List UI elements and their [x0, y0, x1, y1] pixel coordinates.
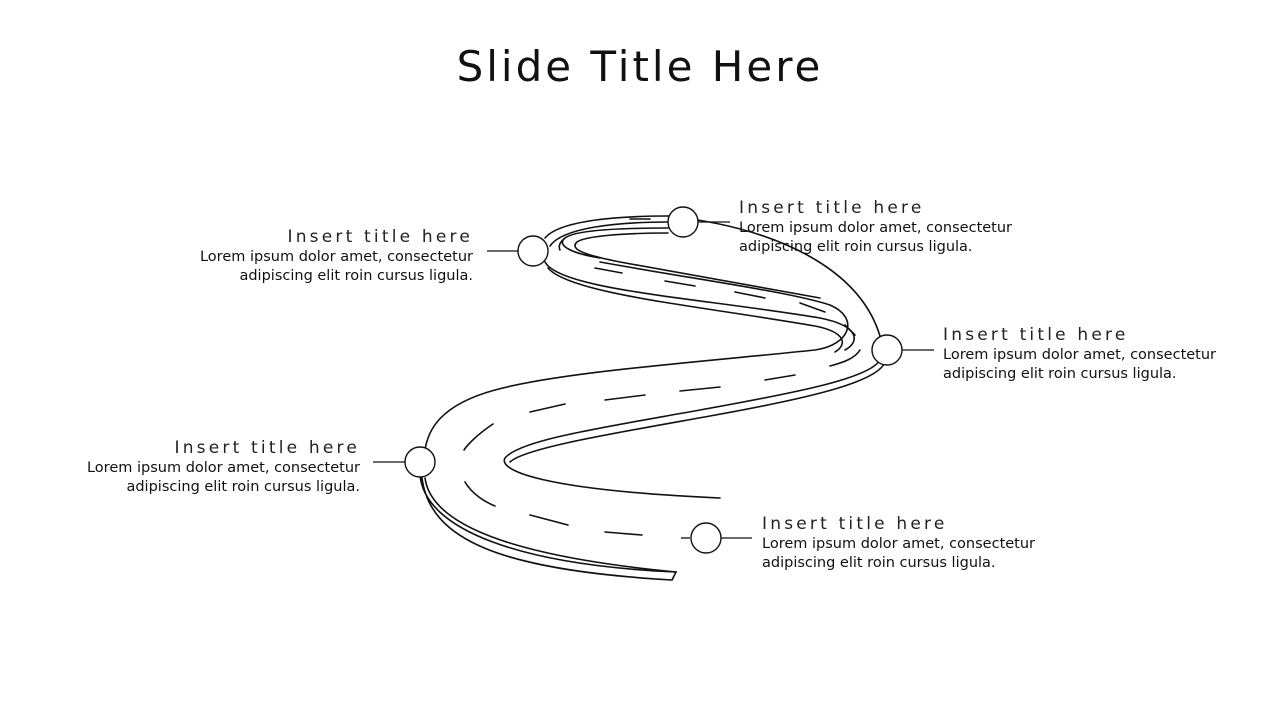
milestone-description: Lorem ipsum dolor amet, consectetur [739, 220, 1013, 236]
milestone-description: adipiscing elit roin cursus ligula. [239, 268, 473, 284]
milestone-description: Lorem ipsum dolor amet, consectetur [762, 536, 1036, 552]
milestone-callout-4: Insert title here Lorem ipsum dolor amet… [87, 437, 360, 497]
milestone-description: adipiscing elit roin cursus ligula. [739, 239, 973, 255]
milestone-marker-4 [404, 446, 436, 478]
milestone-description: Lorem ipsum dolor amet, consectetur [943, 347, 1217, 363]
milestone-marker-3 [871, 334, 903, 366]
milestone-description: adipiscing elit roin cursus ligula. [943, 366, 1177, 382]
milestone-callout-1: Insert title here Lorem ipsum dolor amet… [200, 226, 473, 286]
milestone-marker-2 [667, 206, 699, 238]
milestone-title: Insert title here [287, 227, 473, 247]
milestone-description: adipiscing elit roin cursus ligula. [126, 479, 360, 495]
milestone-title: Insert title here [174, 438, 360, 458]
slide-title: Slide Title Here [456, 42, 824, 91]
milestone-title: Insert title here [943, 325, 1129, 345]
milestone-description: Lorem ipsum dolor amet, consectetur [86, 460, 360, 476]
milestone-title: Insert title here [739, 198, 925, 218]
milestone-description: adipiscing elit roin cursus ligula. [762, 555, 996, 571]
milestone-callout-3: Insert title here Lorem ipsum dolor amet… [943, 324, 1216, 384]
milestone-description: Lorem ipsum dolor amet, consectetur [199, 249, 473, 265]
milestone-marker-5 [690, 522, 722, 554]
milestone-callout-2: Insert title here Lorem ipsum dolor amet… [739, 197, 1012, 257]
milestone-title: Insert title here [762, 514, 948, 534]
milestone-callout-5: Insert title here Lorem ipsum dolor amet… [762, 513, 1035, 573]
milestone-marker-1 [517, 235, 549, 267]
